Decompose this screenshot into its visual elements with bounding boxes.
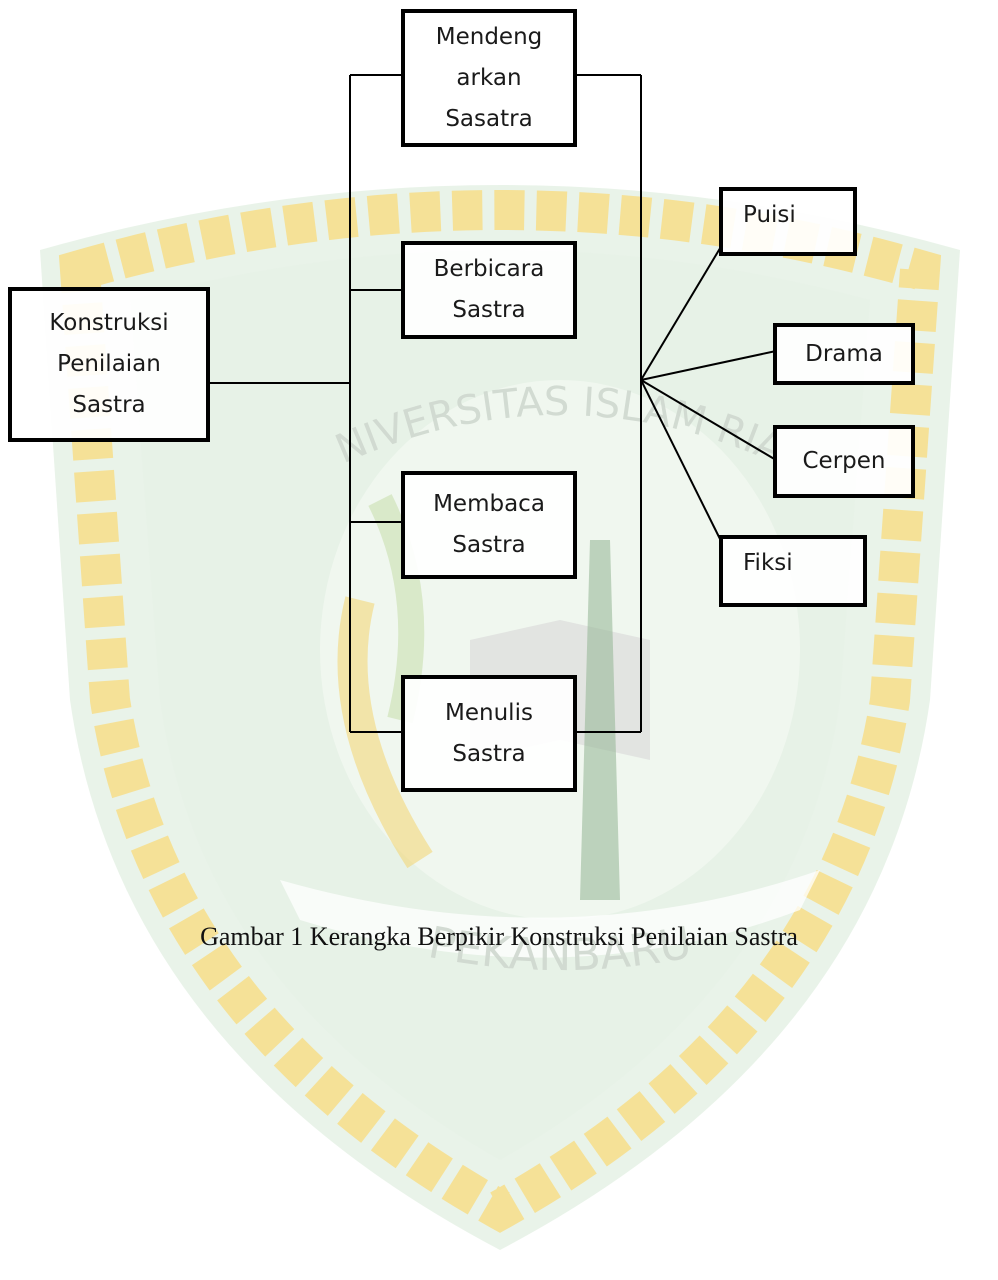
figure-caption: Gambar 1 Kerangka Berpikir Konstruksi Pe… — [200, 922, 798, 951]
connector-fiksi — [640, 379, 723, 544]
node-menulis-sastra: Menulis Sastra — [401, 675, 577, 792]
seal-pen — [580, 540, 620, 900]
seal-ribbon — [280, 870, 820, 958]
seal-rope-border — [58, 190, 942, 1233]
node-fiksi: Fiksi — [719, 535, 867, 607]
node-berbicara-sastra: Berbicara Sastra — [401, 241, 577, 339]
connector-puisi — [640, 244, 723, 381]
connector-cerpen — [640, 379, 777, 461]
node-cerpen: Cerpen — [773, 425, 915, 498]
node-puisi: Puisi — [719, 187, 857, 256]
node-mendengarkan-sastra: Mendeng arkan Sasatra — [401, 9, 577, 147]
node-membaca-sastra: Membaca Sastra — [401, 471, 577, 579]
connector-drama — [640, 350, 777, 381]
seal-wheat-left — [337, 596, 433, 869]
node-drama: Drama — [773, 323, 915, 385]
node-root: Konstruksi Penilaian Sastra — [8, 287, 210, 442]
